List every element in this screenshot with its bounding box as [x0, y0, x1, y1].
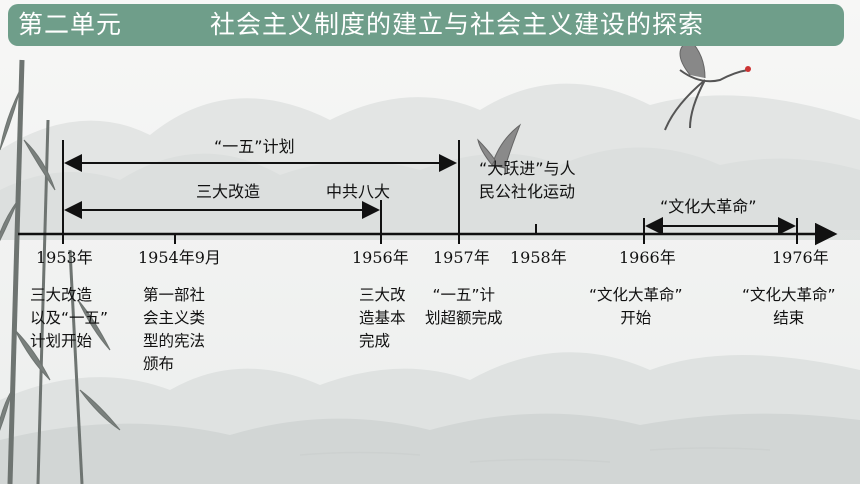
year-1958: 1958年 — [510, 248, 567, 267]
great-leap-label: “大跃进”与人 民公社化运动 — [479, 159, 576, 201]
unit-label: 第二单元 — [18, 10, 123, 39]
event-1956: 三大改 造基本 完成 — [359, 286, 406, 350]
header-banner: 第二单元 社会主义制度的建立与社会主义建设的探索 — [8, 4, 844, 46]
event-1954: 第一部社 会主义类 型的宪法 颁布 — [143, 286, 206, 373]
cultural-revolution-span-label: “文化大革命” — [660, 197, 757, 216]
year-1966: 1966年 — [619, 248, 676, 267]
year-1953: 1953年 — [36, 248, 93, 267]
three-transformations-label: 三大改造 — [196, 182, 261, 201]
year-1976: 1976年 — [772, 248, 829, 267]
page-title: 社会主义制度的建立与社会主义建设的探索 — [210, 10, 705, 39]
small-crane-icon — [477, 123, 522, 169]
event-1953: 三大改造 以及“一五” 计划开始 — [30, 286, 109, 350]
event-1957: “一五”计 划超额完成 — [425, 286, 503, 327]
foreground-hills — [0, 413, 860, 484]
year-1954-09: 1954年9月 — [138, 248, 221, 267]
five-year-plan-label: “一五”计划 — [214, 137, 295, 156]
eighth-congress-label: 中共八大 — [326, 182, 391, 201]
bamboo-left — [0, 59, 121, 484]
year-1956: 1956年 — [352, 248, 409, 267]
event-1966: “文化大革命” 开始 — [589, 286, 683, 327]
event-1976: “文化大革命” 结束 — [742, 286, 836, 327]
year-1957: 1957年 — [433, 248, 490, 267]
crane-bird-icon — [664, 39, 751, 131]
timeline-ticks — [62, 224, 798, 244]
